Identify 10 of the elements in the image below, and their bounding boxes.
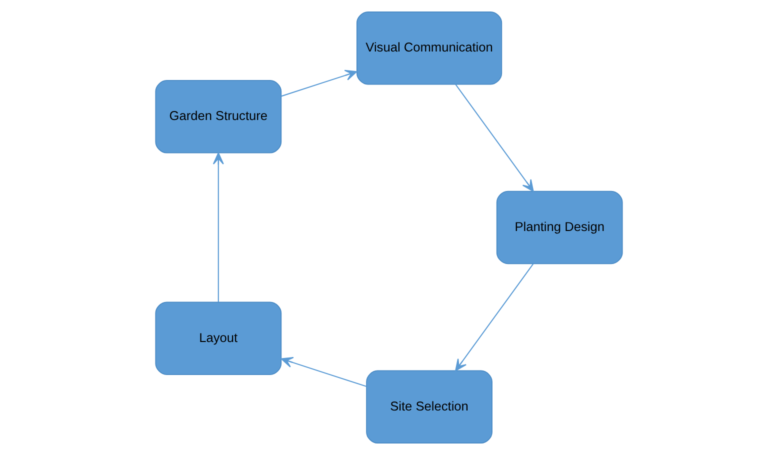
arrow — [280, 70, 357, 97]
node-box: Visual Communication — [356, 11, 502, 85]
arrow — [280, 356, 366, 387]
node-box: Garden Structure — [154, 80, 282, 154]
arrow — [212, 152, 224, 302]
arrow — [454, 84, 534, 192]
arrow — [454, 263, 534, 372]
node-box: Planting Design — [496, 190, 622, 264]
node-box: Site Selection — [366, 370, 492, 444]
node-box: Layout — [154, 302, 282, 375]
